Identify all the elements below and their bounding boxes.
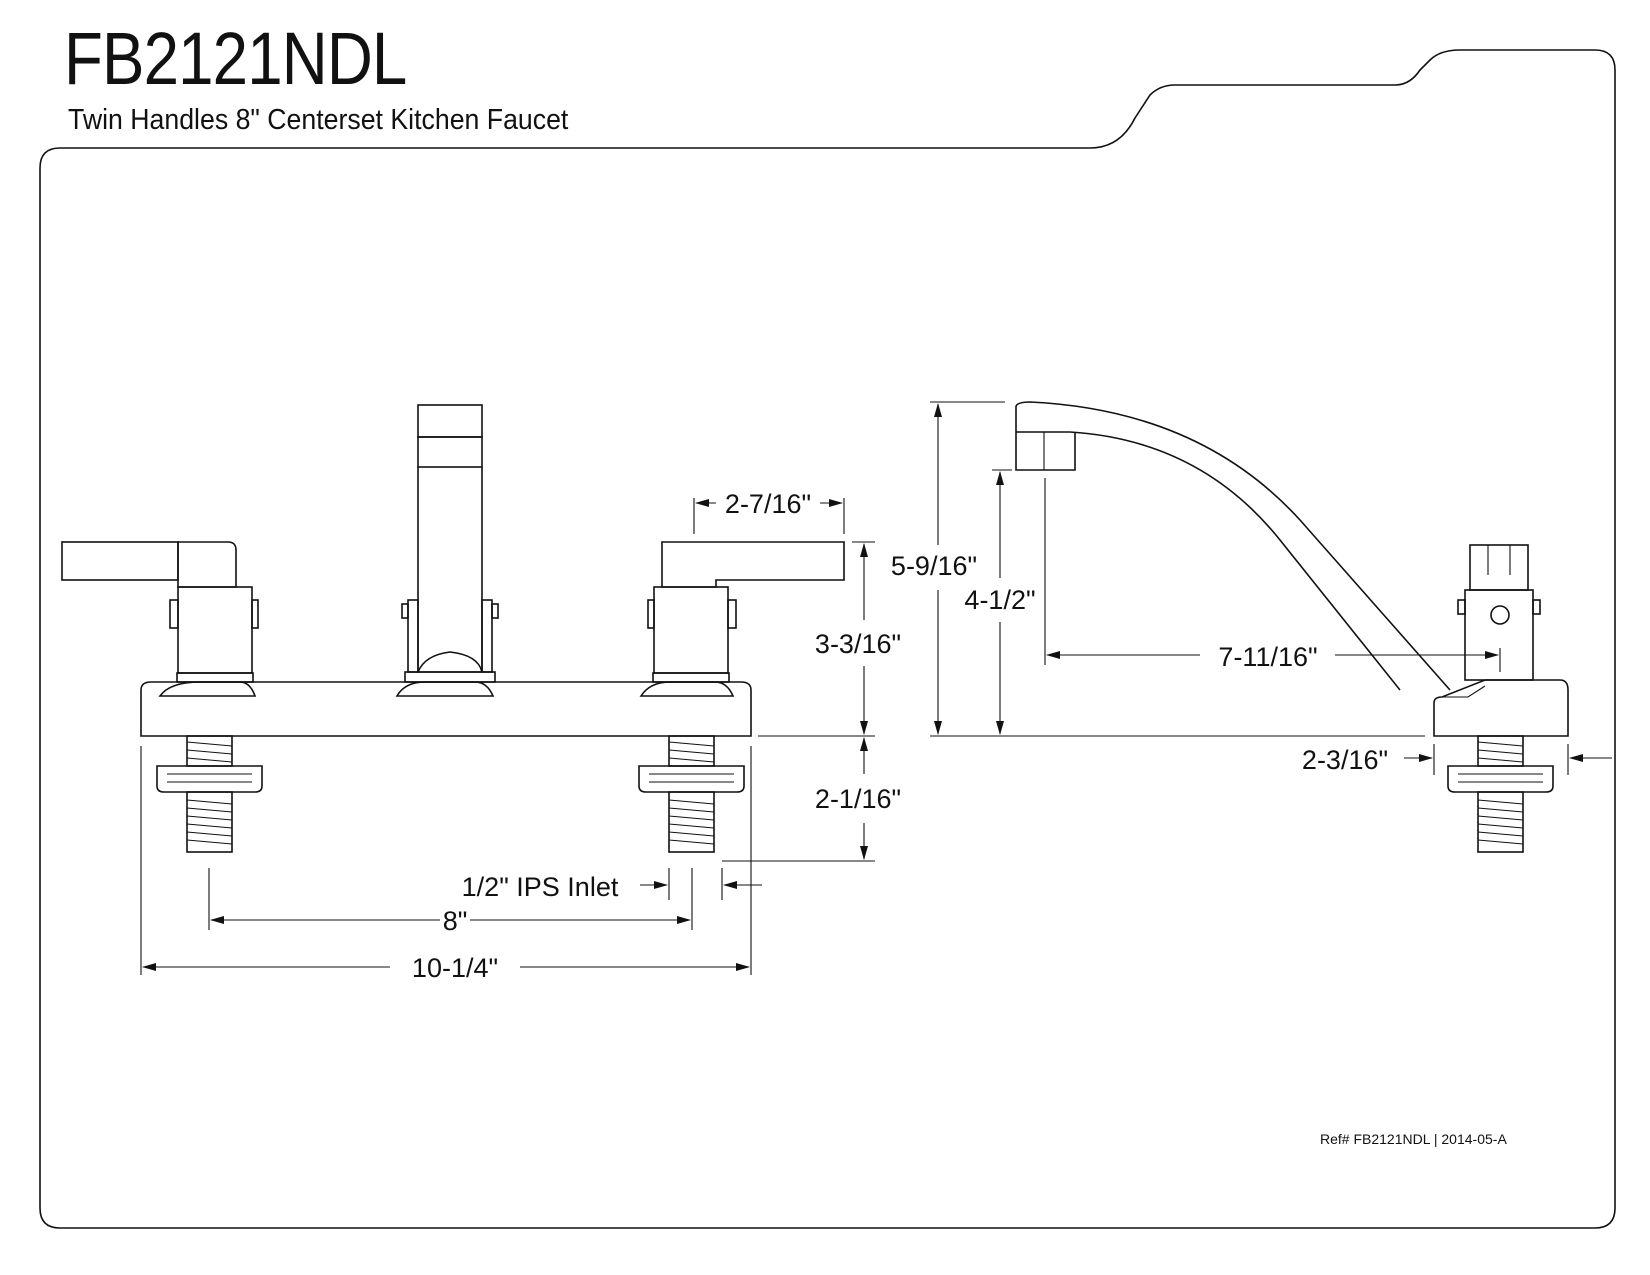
right-shank [638, 735, 745, 853]
right-handle [647, 541, 845, 683]
dim-overall-width: 10-1/4" [412, 953, 498, 983]
dim-center-spacing: 8" [443, 906, 468, 936]
front-view: 2-7/16" 3-3/16" 2-1/16" 1/2" IPS Inlet 8… [61, 404, 901, 983]
left-handle [61, 541, 259, 683]
left-shank [156, 735, 263, 853]
dim-spout-height: 4-1/2" [964, 585, 1035, 615]
reference-code: Ref# FB2121NDL | 2014-05-A [1320, 1131, 1507, 1147]
dim-shank-length: 2-1/16" [815, 784, 901, 814]
model-number: FB2121NDL [64, 17, 407, 100]
deck-plate [140, 681, 752, 737]
dim-inlet: 1/2" IPS Inlet [462, 872, 619, 902]
center-spout [401, 404, 499, 683]
side-view: 5-9/16" 4-1/2" 7-11/16" 2-3/16" [891, 401, 1612, 853]
dim-base-depth: 2-3/16" [1302, 745, 1388, 775]
drawing-frame [39, 49, 1616, 1229]
dim-overall-height: 5-9/16" [891, 551, 977, 581]
dim-deck-height: 3-3/16" [815, 629, 901, 659]
dim-spout-reach: 7-11/16" [1218, 642, 1317, 672]
dim-handle-width: 2-7/16" [725, 489, 811, 519]
product-description: Twin Handles 8" Centerset Kitchen Faucet [68, 104, 569, 136]
